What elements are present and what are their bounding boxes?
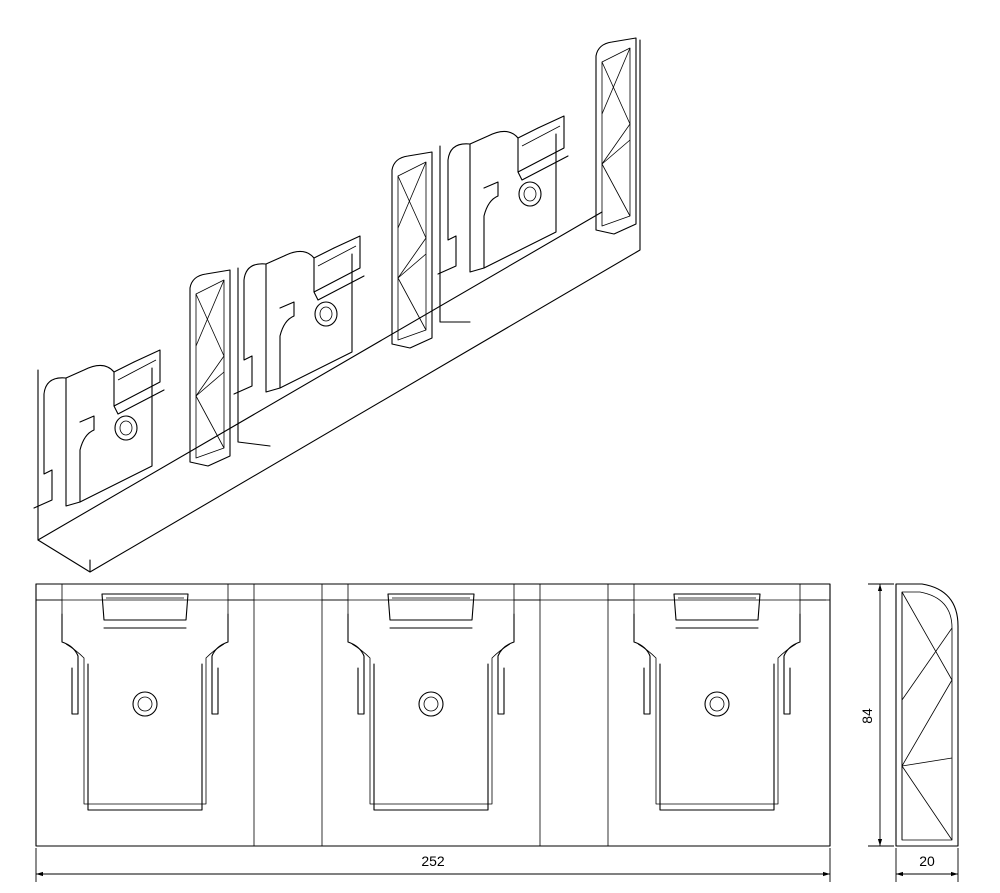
- dimension-width-label: 252: [421, 853, 445, 869]
- dimension-depth: 20: [895, 848, 959, 882]
- dimension-width: 252: [35, 848, 831, 882]
- dimension-height: 84: [859, 583, 894, 847]
- iso-holder-3: [437, 115, 569, 275]
- iso-holder-2: [233, 235, 365, 395]
- front-view: [35, 583, 831, 847]
- iso-brace-3: [595, 37, 637, 235]
- iso-holder-1: [33, 349, 165, 509]
- side-view: [895, 583, 959, 847]
- front-holder-2: [321, 583, 541, 811]
- iso-brace-1: [189, 269, 231, 467]
- isometric-view: [33, 37, 641, 573]
- dimension-height-label: 84: [859, 708, 875, 724]
- iso-brace-2: [391, 151, 433, 349]
- front-holder-1: [35, 583, 255, 811]
- dimension-depth-label: 20: [919, 853, 935, 869]
- front-holder-3: [607, 583, 827, 811]
